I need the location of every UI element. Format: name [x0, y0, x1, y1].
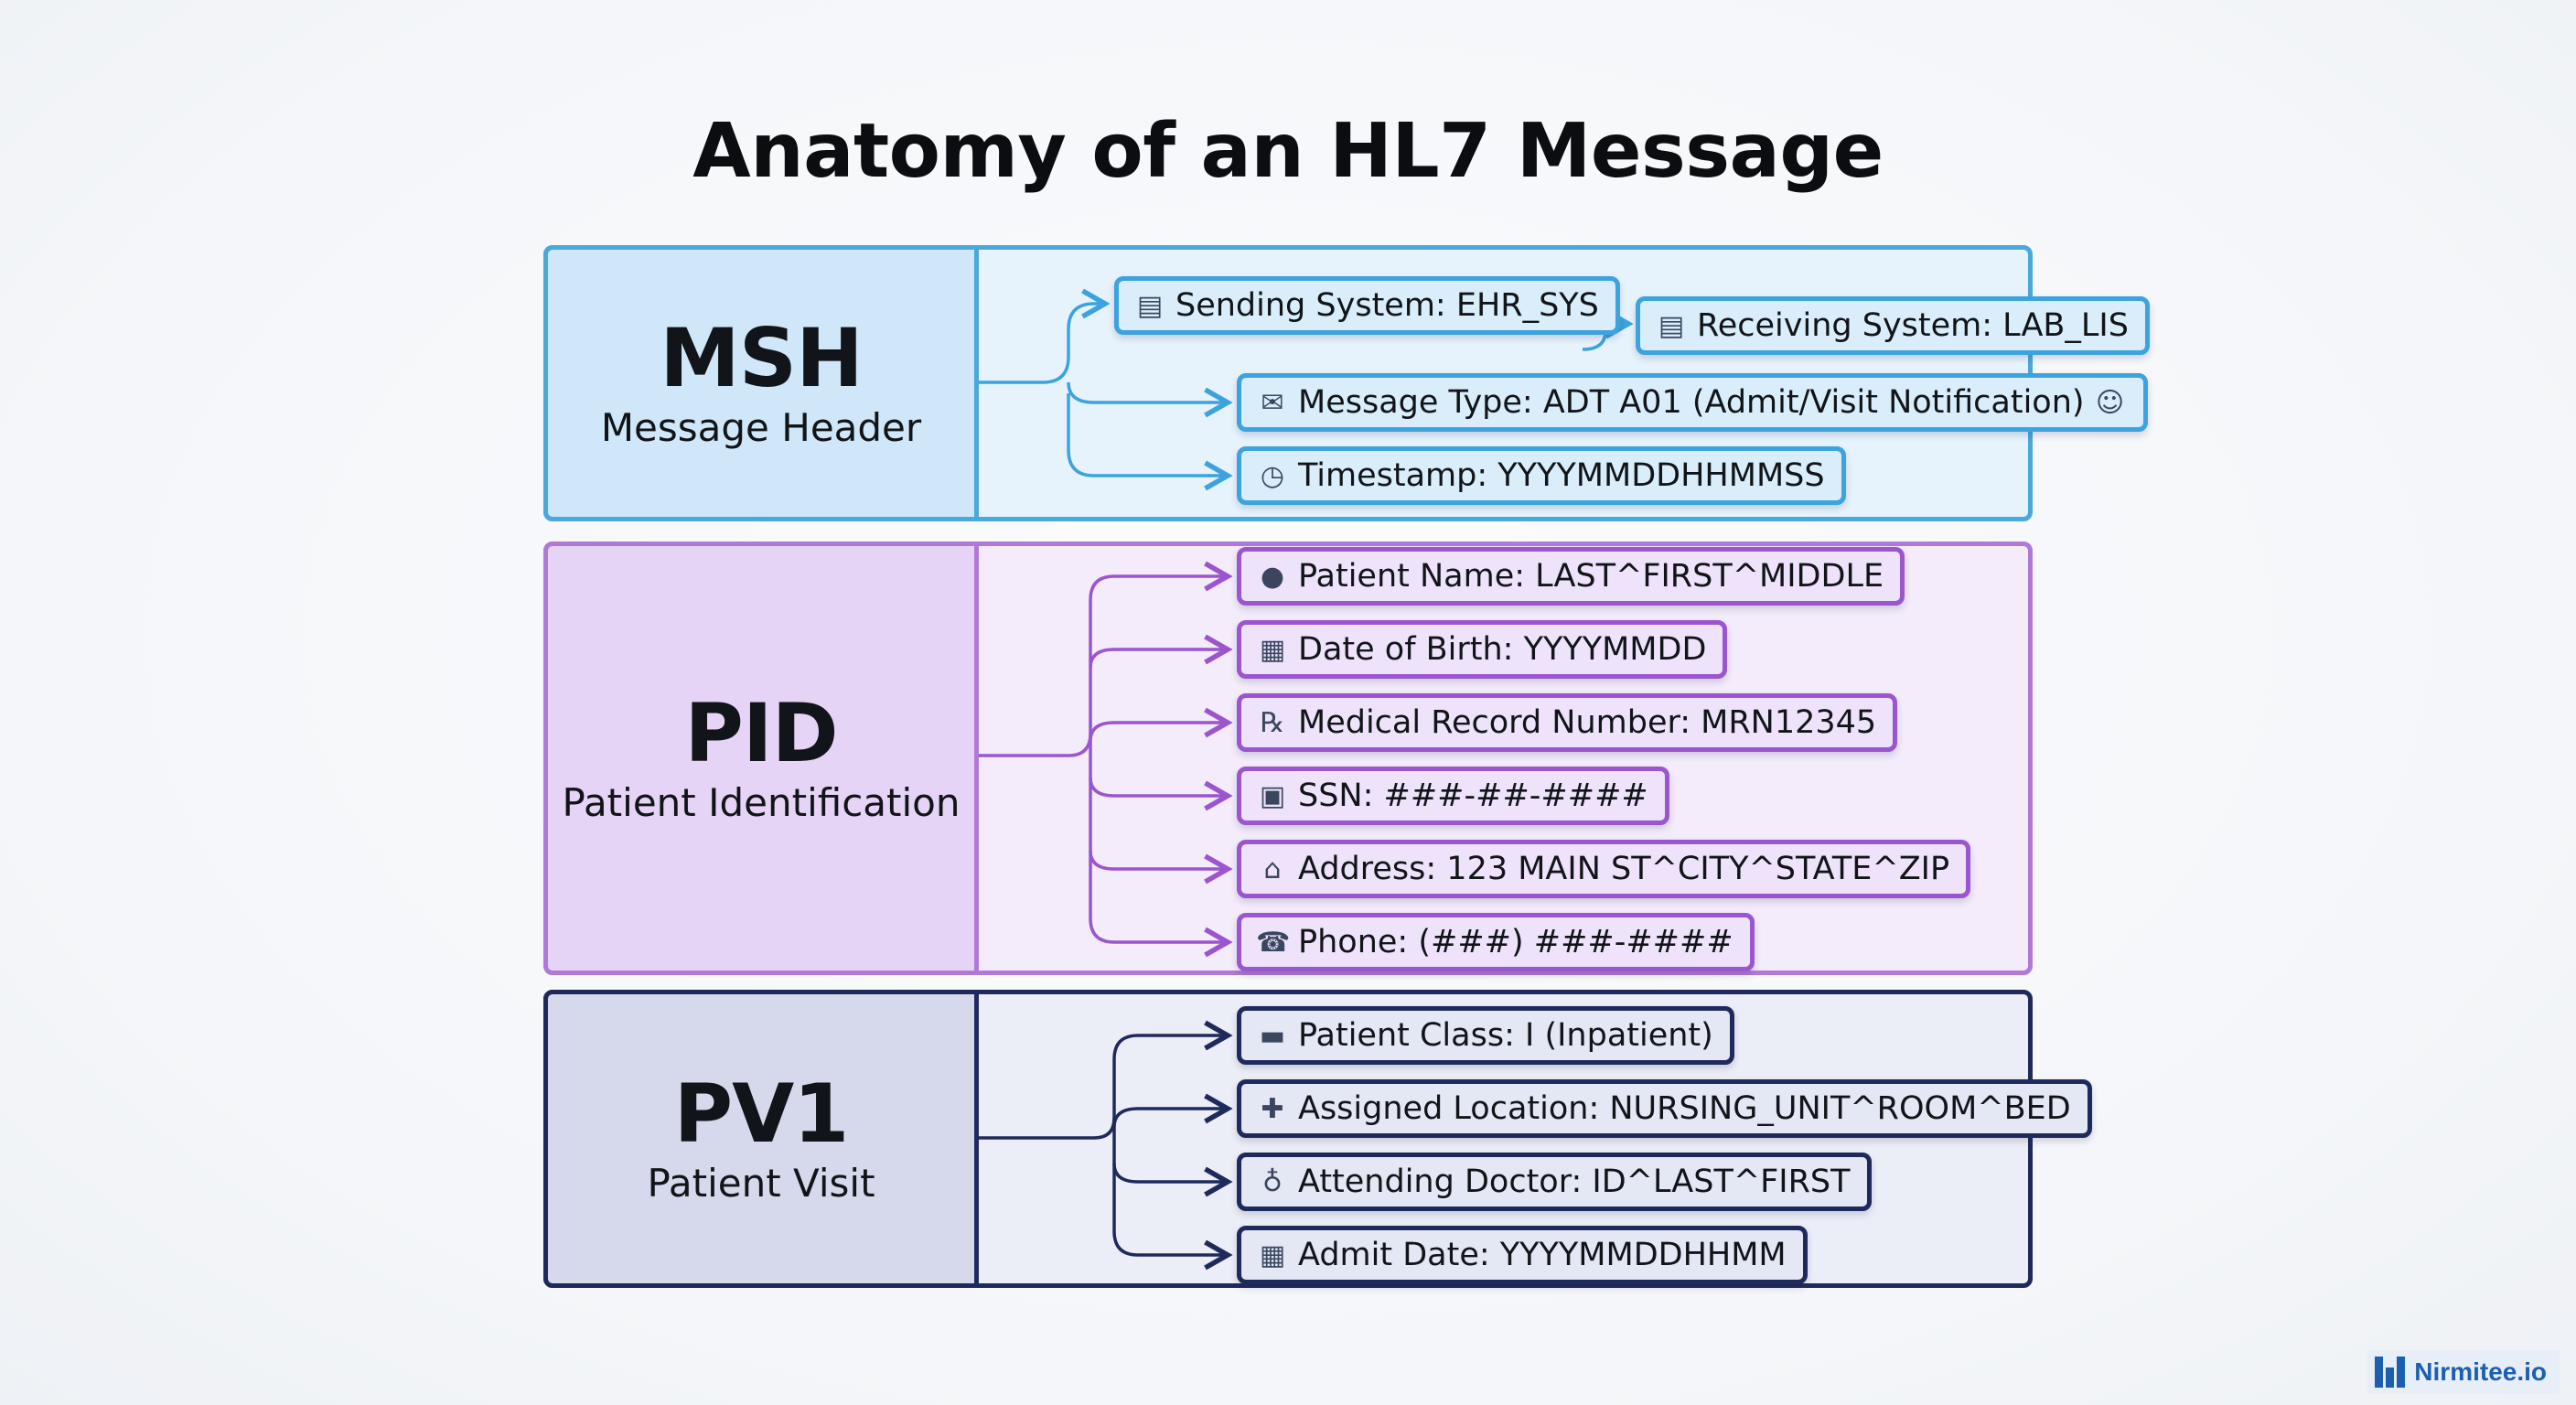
pv1-field-attending-doctor: ♁ Attending Doctor: ID^LAST^FIRST — [1237, 1153, 1872, 1211]
field-text: Attending Doctor: ID^LAST^FIRST — [1298, 1164, 1851, 1200]
field-text: Assigned Location: NURSING_UNIT^ROOM^BED — [1298, 1090, 2071, 1127]
msh-name: Message Header — [600, 404, 922, 450]
pv1-field-assigned-location: ✚ Assigned Location: NURSING_UNIT^ROOM^B… — [1237, 1079, 2092, 1138]
pid-field-address: ⌂ Address: 123 MAIN ST^CITY^STATE^ZIP — [1237, 840, 1971, 898]
brand-text: Nirmitee.io — [2414, 1357, 2547, 1386]
stethoscope-icon: ♁ — [1262, 1165, 1283, 1198]
pv1-segment-label: PV1 Patient Visit — [543, 990, 979, 1288]
pid-field-ssn: ▣ SSN: ###-##-#### — [1237, 767, 1669, 825]
pid-field-mrn: ℞ Medical Record Number: MRN12345 — [1237, 693, 1898, 752]
clock-icon: ◷ — [1260, 459, 1285, 492]
field-text: Message Type: ADT A01 (Admit/Visit Notif… — [1298, 384, 2085, 421]
field-text: Phone: (###) ###-#### — [1298, 924, 1733, 960]
msh-field-receiving-system: ▤ Receiving System: LAB_LIS — [1636, 296, 2150, 355]
field-text: Date of Birth: YYYYMMDD — [1298, 631, 1707, 668]
msh-segment-label: MSH Message Header — [543, 245, 979, 521]
field-text: Admit Date: YYYYMMDDHHMM — [1298, 1237, 1787, 1273]
field-text: Address: 123 MAIN ST^CITY^STATE^ZIP — [1298, 851, 1950, 887]
prescription-icon: ℞ — [1260, 706, 1285, 739]
pid-code: PID — [684, 686, 838, 781]
pid-field-date-of-birth: ▦ Date of Birth: YYYYMMDD — [1237, 620, 1728, 679]
field-text: Timestamp: YYYYMMDDHHMMSS — [1298, 457, 1825, 494]
bed-icon: ▬ — [1259, 1019, 1286, 1052]
msh-code: MSH — [660, 311, 864, 406]
msh-field-timestamp: ◷ Timestamp: YYYYMMDDHHMMSS — [1237, 446, 1846, 505]
field-text: Patient Name: LAST^FIRST^MIDDLE — [1298, 558, 1884, 595]
hospital-icon: ✚ — [1261, 1092, 1284, 1125]
person-icon: ● — [1260, 560, 1285, 593]
pid-name: Patient Identification — [562, 779, 961, 825]
server-icon: ▤ — [1136, 289, 1164, 322]
pid-field-phone: ☎ Phone: (###) ###-#### — [1237, 913, 1755, 971]
brand-logo-icon — [2375, 1357, 2406, 1388]
pv1-field-admit-date: ▦ Admit Date: YYYYMMDDHHMM — [1237, 1226, 1808, 1284]
pid-field-patient-name: ● Patient Name: LAST^FIRST^MIDDLE — [1237, 547, 1905, 606]
field-text: Sending System: EHR_SYS — [1175, 287, 1599, 324]
lock-icon: ▣ — [1259, 779, 1286, 812]
server-icon: ▤ — [1658, 309, 1685, 342]
calendar-clock-icon: ▦ — [1259, 1239, 1286, 1271]
pv1-name: Patient Visit — [647, 1160, 875, 1206]
field-text: Patient Class: I (Inpatient) — [1298, 1017, 1713, 1054]
field-text: Medical Record Number: MRN12345 — [1298, 704, 1877, 741]
pid-segment-label: PID Patient Identification — [543, 542, 979, 975]
diagram-title: Anatomy of an HL7 Message — [692, 108, 1884, 195]
field-text: SSN: ###-##-#### — [1298, 778, 1648, 814]
brand-badge[interactable]: Nirmitee.io — [2367, 1350, 2560, 1394]
doctor-icon: ☺ — [2095, 386, 2125, 419]
phone-icon: ☎ — [1256, 926, 1291, 959]
pv1-code: PV1 — [673, 1067, 850, 1162]
house-icon: ⌂ — [1263, 853, 1282, 885]
pv1-field-patient-class: ▬ Patient Class: I (Inpatient) — [1237, 1006, 1734, 1065]
msh-field-sending-system: ▤ Sending System: EHR_SYS — [1114, 276, 1620, 335]
envelope-icon: ✉ — [1261, 386, 1284, 419]
calendar-icon: ▦ — [1259, 633, 1286, 666]
msh-field-message-type: ✉ Message Type: ADT A01 (Admit/Visit Not… — [1237, 373, 2148, 432]
field-text: Receiving System: LAB_LIS — [1697, 307, 2129, 344]
